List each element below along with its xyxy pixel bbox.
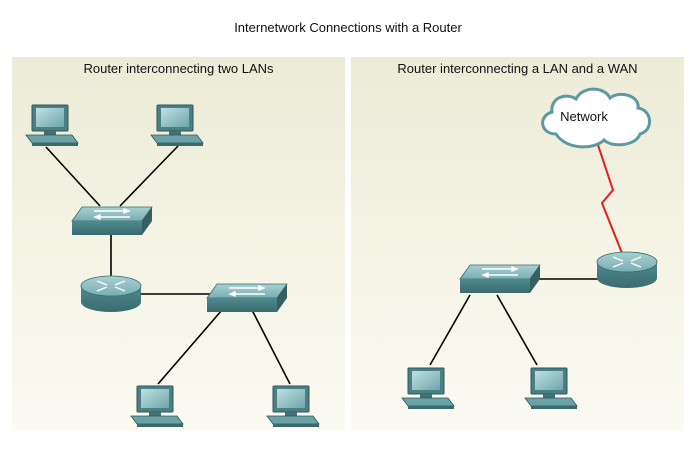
wan-link	[596, 141, 625, 259]
switch-icon-lan1	[71, 206, 153, 236]
switch-icon-lan	[459, 264, 541, 294]
right-panel-title: Router interconnecting a LAN and a WAN	[397, 61, 638, 76]
cloud-label: Network	[560, 109, 608, 124]
switch-icon-lan2	[206, 283, 288, 313]
pc-icon-lan1-a	[25, 104, 79, 147]
cloud-icon	[541, 87, 651, 149]
left-links	[45, 145, 291, 385]
pc-icon-lan2-a	[130, 385, 184, 428]
pc-icon-lan-b	[524, 367, 578, 410]
diagram-title: Internetwork Connections with a Router	[234, 20, 462, 35]
pc-icon-lan2-b	[266, 385, 320, 428]
pc-icon-lan-a	[401, 367, 455, 410]
router-icon-left	[80, 275, 142, 313]
router-icon-right	[596, 251, 658, 289]
right-links	[429, 278, 598, 366]
pc-icon-lan1-b	[150, 104, 204, 147]
left-panel-title: Router interconnecting two LANs	[83, 61, 274, 76]
